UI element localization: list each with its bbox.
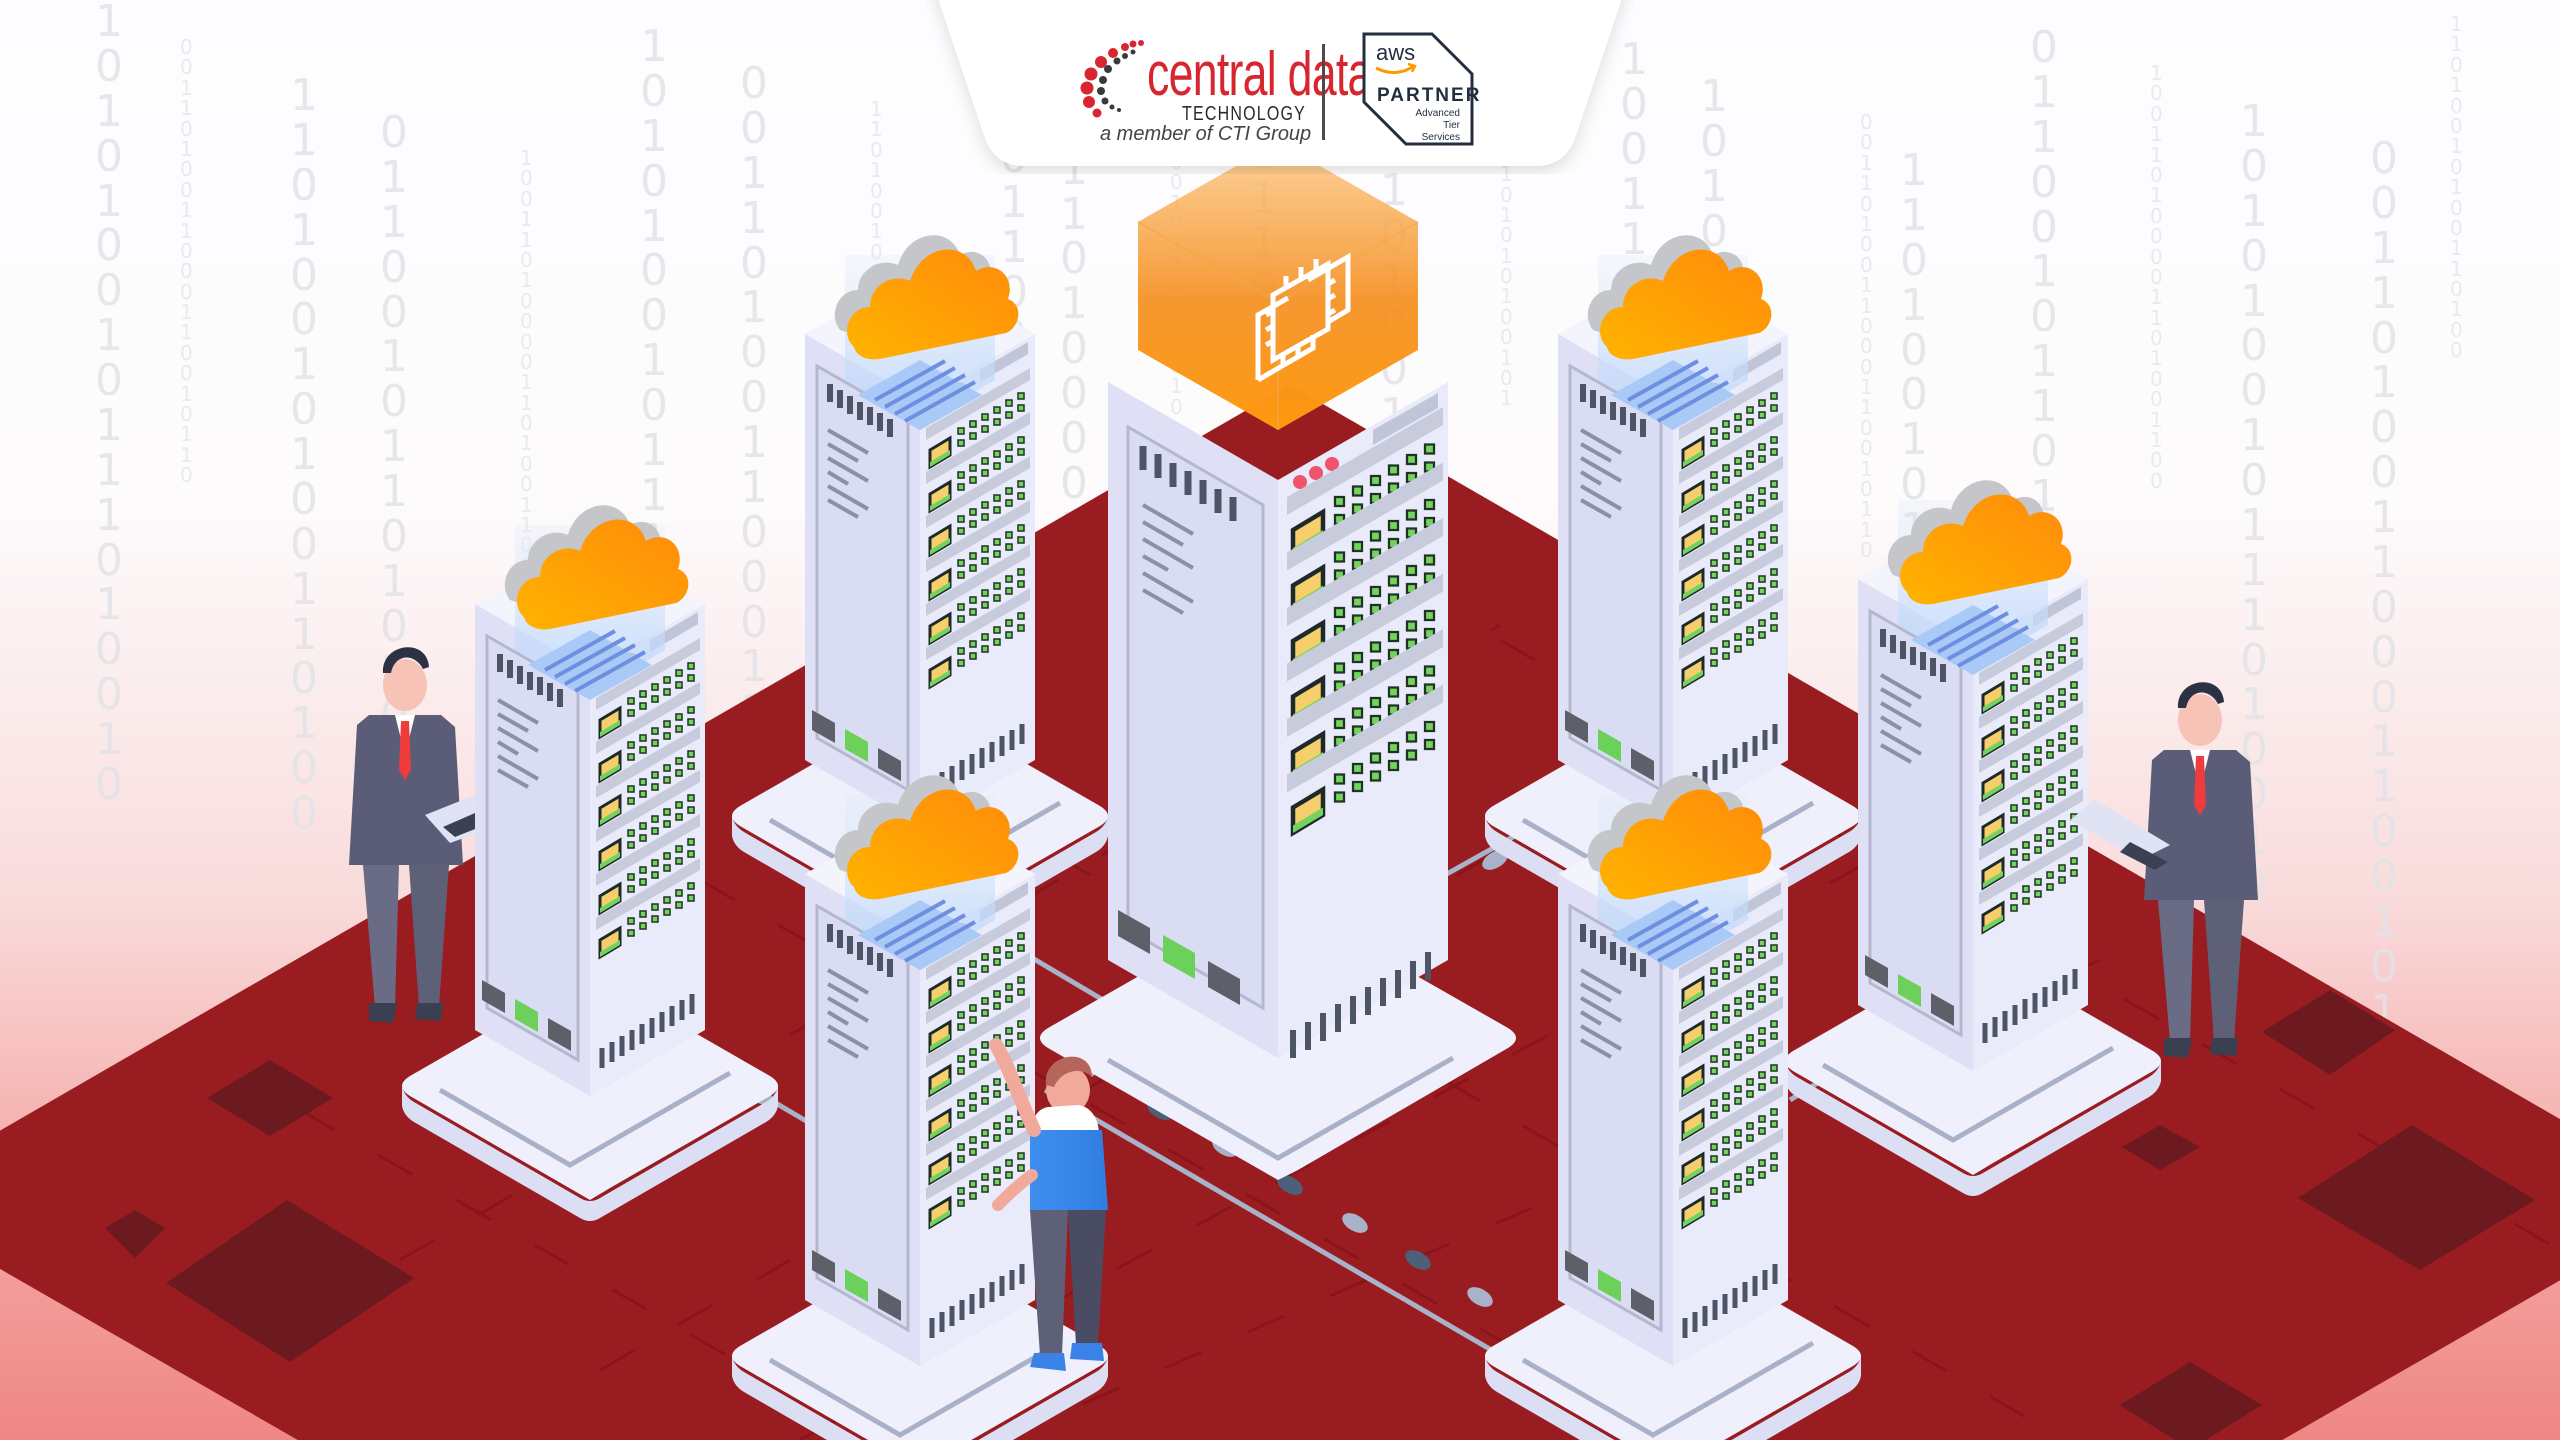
businessman-right <box>2070 682 2258 1058</box>
aws-logo-text: aws <box>1376 40 1416 65</box>
binary-column: 1 1 0 1 0 0 1 0 1 0 0 1 1 0 1 0 0 <box>290 70 318 839</box>
aws-partner-title: PARTNER <box>1377 85 1482 106</box>
aws-partner-badge <box>1362 32 1474 146</box>
brand-subtitle: TECHNOLOGY <box>1182 103 1307 125</box>
binary-column: 1 0 0 1 1 0 1 0 0 0 0 1 1 0 1 0 0 1 1 0 … <box>2150 61 2163 493</box>
technician-center <box>989 1038 1108 1371</box>
binary-column: 1 1 0 1 0 0 1 0 1 0 0 1 1 0 1 0 0 <box>2450 12 2463 363</box>
brand-tagline: a member of CTI Group <box>1100 123 1312 145</box>
compute-chip-icon <box>1255 252 1351 383</box>
server-center-compute <box>1040 142 1516 1180</box>
brand-name: central data <box>1147 40 1372 109</box>
central-data-logo-icon <box>1080 40 1144 118</box>
binary-column: 0 0 1 1 0 1 0 0 1 1 0 0 0 1 1 0 0 1 0 1 … <box>1860 110 1873 563</box>
aws-tier-label: Advanced Tier Services <box>1415 108 1460 143</box>
binary-column: 0 0 1 1 0 1 0 0 1 1 0 0 0 1 1 0 0 1 0 1 … <box>180 35 193 488</box>
logo-divider <box>1322 44 1325 140</box>
binary-column: 1 0 0 1 1 0 1 0 0 0 0 1 1 0 1 0 0 1 1 0 … <box>520 146 533 576</box>
binary-column: 1 0 1 0 1 0 0 1 0 1 1 1 0 1 0 0 1 0 <box>95 0 123 810</box>
